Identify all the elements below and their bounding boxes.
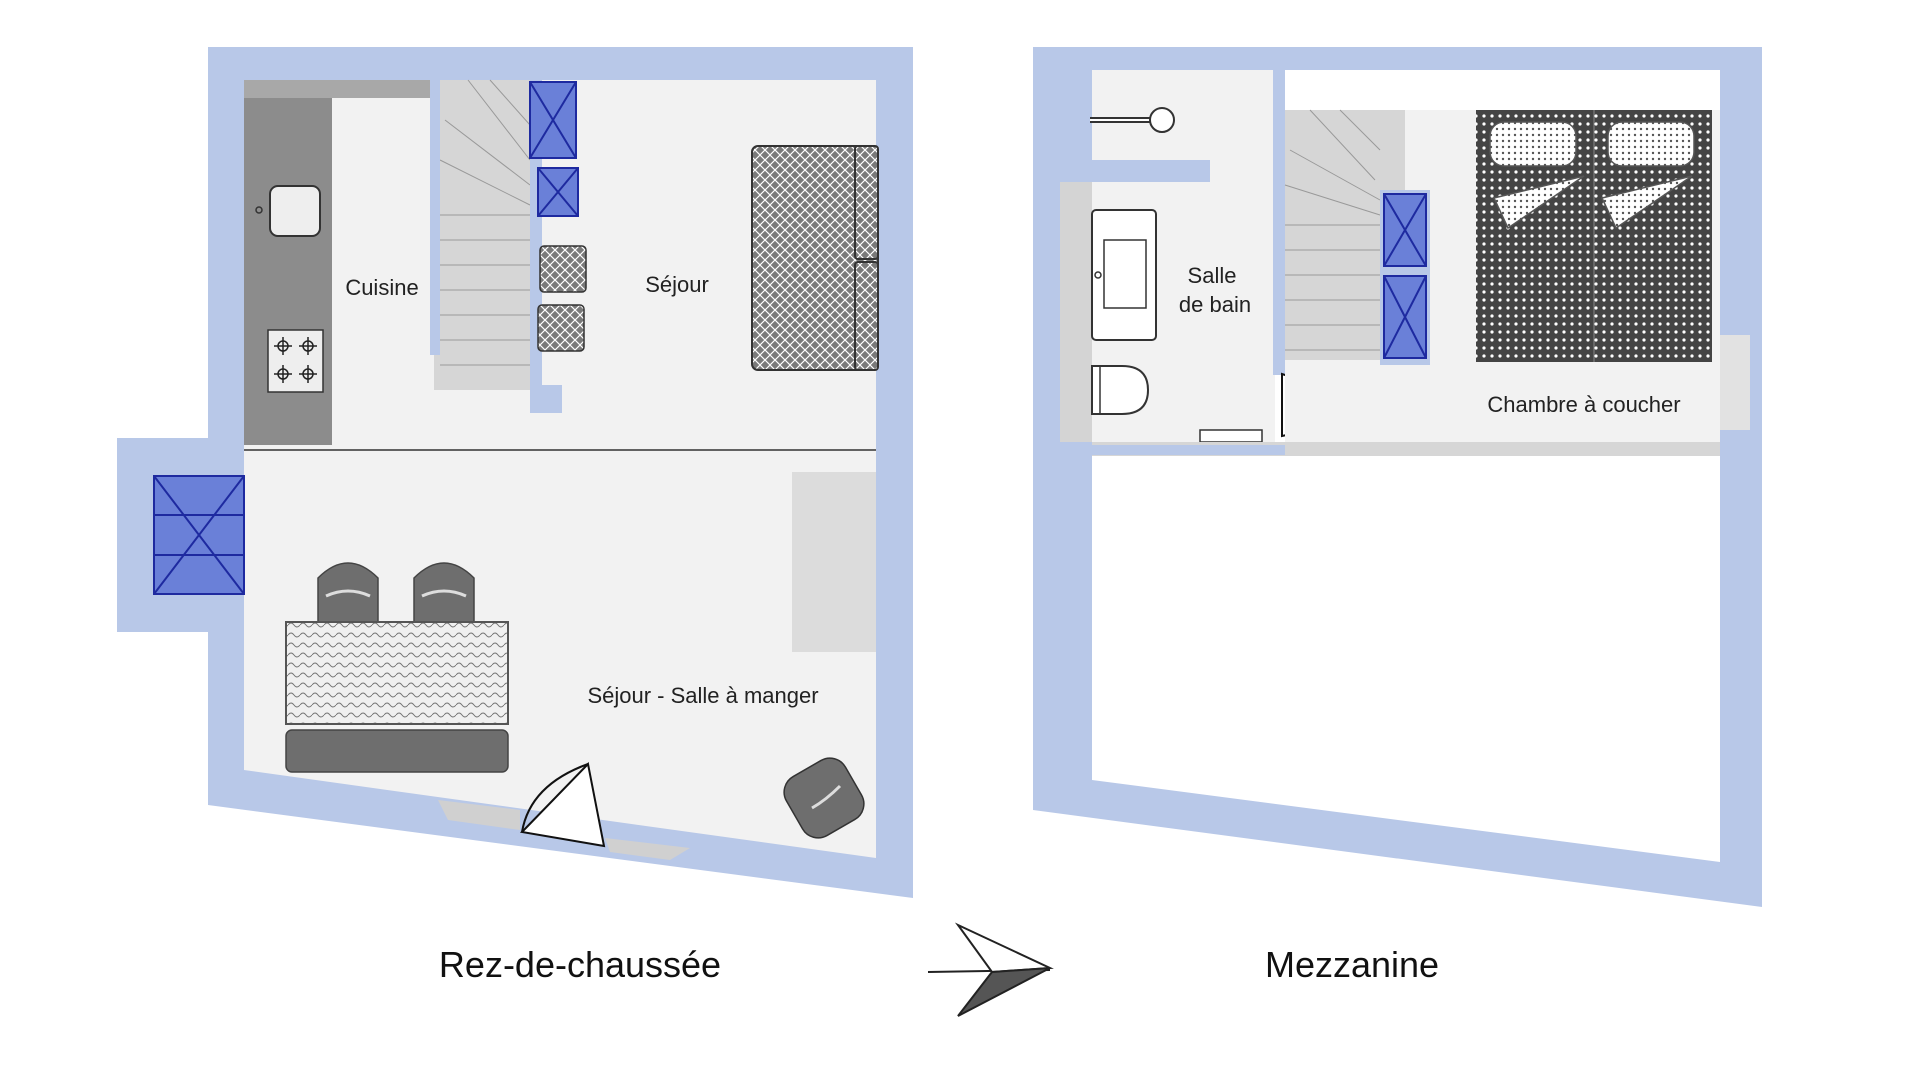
- window-icon: [1383, 193, 1427, 359]
- bathroom-threshold: [1199, 429, 1263, 443]
- chair: [413, 562, 475, 626]
- bathroom-wall: [1060, 182, 1092, 442]
- bed: [1594, 110, 1712, 362]
- sofa: [751, 145, 879, 371]
- floor-title-ground: Rez-de-chaussée: [439, 944, 721, 985]
- mezzanine-floor-plan: Salle de bain Chambre à coucher: [1033, 47, 1762, 907]
- floor-title-mezzanine: Mezzanine: [1265, 944, 1439, 985]
- window-ledge: [1720, 335, 1750, 430]
- door-icon: [519, 761, 606, 848]
- room-label-living: Séjour: [645, 272, 709, 297]
- counter-top-strip: [244, 80, 430, 98]
- bathtub: [1091, 209, 1157, 341]
- cabinet: [792, 472, 876, 652]
- entry-threshold: [438, 800, 520, 830]
- towel-rail-icon: [1090, 107, 1175, 133]
- room-label-bedroom: Chambre à coucher: [1487, 392, 1680, 417]
- bench: [285, 729, 509, 773]
- side-table: [539, 245, 587, 293]
- room-label-bathroom-line2: de bain: [1179, 292, 1251, 317]
- stair-partition-foot: [530, 385, 562, 413]
- bathroom-wall: [1273, 70, 1285, 375]
- bed: [1476, 110, 1594, 362]
- entry-threshold: [605, 838, 690, 860]
- room-label-kitchen: Cuisine: [345, 275, 418, 300]
- stove-icon: [267, 329, 324, 393]
- window-icon: [153, 475, 245, 595]
- toilet-icon: [1091, 365, 1150, 415]
- sink-icon: [255, 185, 321, 237]
- room-label-living-dining: Séjour - Salle à manger: [587, 683, 818, 708]
- window-icon: [529, 81, 579, 217]
- dining-table: [285, 621, 509, 725]
- north-arrow-icon: [927, 922, 1054, 1017]
- bathroom-wall: [1060, 160, 1210, 182]
- mezzanine-edge-wall: [1060, 445, 1285, 455]
- ground-floor-plan: Cuisine Séjour Séjour - Salle à manger: [117, 47, 913, 898]
- chair: [317, 562, 379, 626]
- armchair: [783, 757, 865, 839]
- room-label-bathroom-line1: Salle: [1188, 263, 1237, 288]
- side-table: [537, 304, 585, 352]
- ground-staircase: [430, 79, 531, 390]
